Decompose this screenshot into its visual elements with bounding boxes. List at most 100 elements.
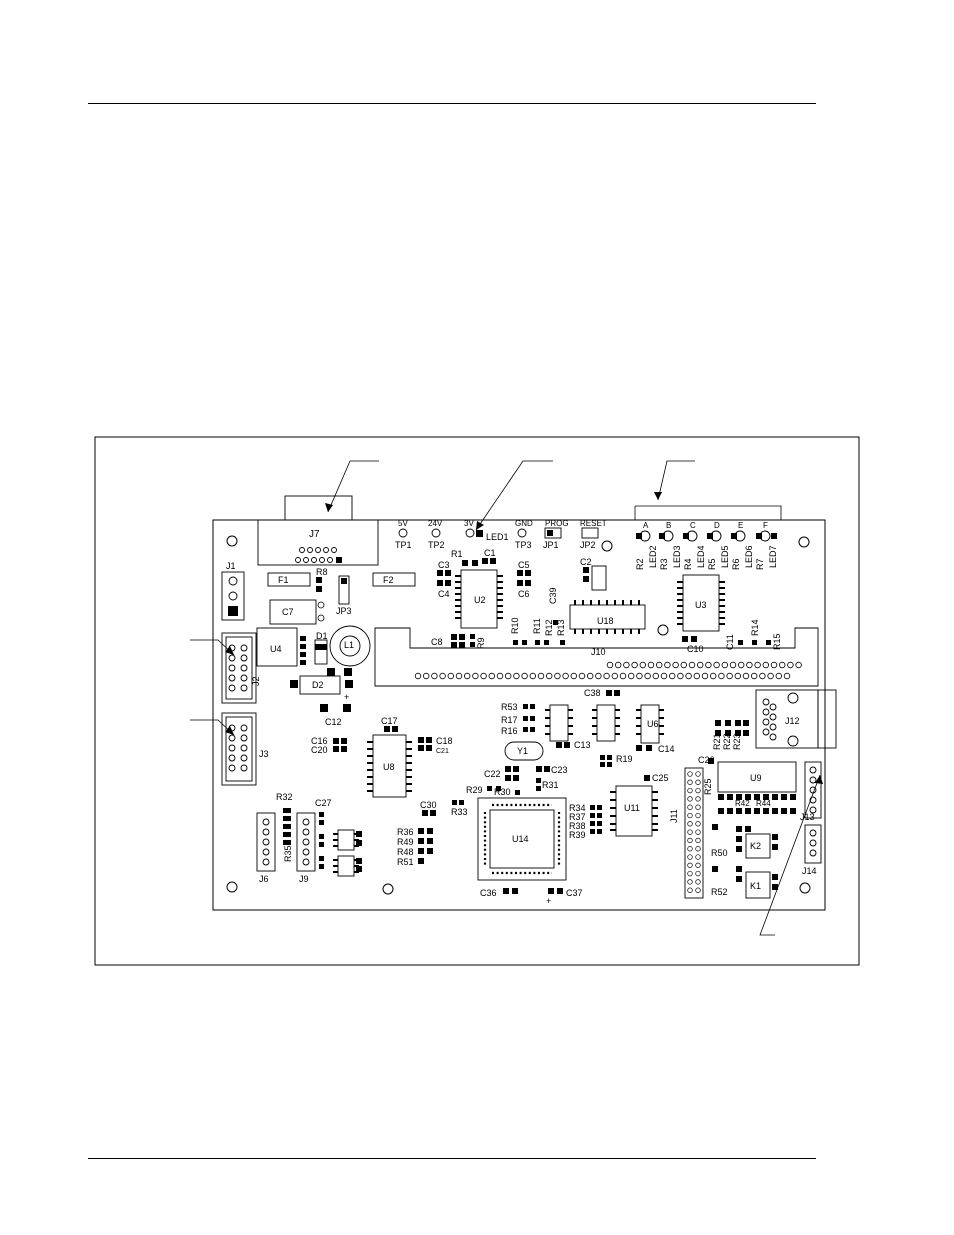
j11-pin (687, 879, 693, 885)
top-testpoints (398, 527, 599, 539)
j11-pin (687, 771, 693, 777)
label-r1: R1 (451, 549, 463, 559)
label-j6: J6 (259, 874, 269, 884)
label-3v: 3V (464, 519, 474, 528)
j11-pin (687, 862, 693, 868)
u3-pins (677, 581, 725, 625)
u9-ic (717, 761, 797, 793)
j11-pin (687, 804, 693, 810)
label-r51: R51 (397, 857, 414, 867)
j10-pin (721, 661, 728, 669)
label-j2: J2 (251, 676, 261, 686)
j10-pin (570, 672, 577, 680)
label-c20: C20 (311, 745, 328, 755)
j10-pin (546, 672, 553, 680)
j10-pin (767, 672, 774, 680)
label-k1: K1 (750, 881, 761, 891)
label-r53: R53 (501, 702, 518, 712)
j10-pin (447, 672, 454, 680)
label-c1: C1 (484, 548, 496, 558)
label-r25: R25 (703, 778, 713, 795)
label-j10: J10 (591, 647, 606, 657)
j9-connector (296, 812, 316, 872)
label-r50: R50 (711, 848, 728, 858)
j10-pin (710, 672, 717, 680)
j10-pin-row (414, 661, 802, 680)
label-r36: R36 (397, 827, 414, 837)
label-c6: C6 (518, 589, 530, 599)
j11-pin (695, 879, 701, 885)
j10-pin (529, 672, 536, 680)
label-f1: F1 (278, 575, 289, 585)
j11-pin (695, 870, 701, 877)
label-r2: R2 (635, 558, 645, 570)
label-r3: R3 (659, 558, 669, 570)
j10-pin (423, 672, 430, 680)
label-r12: R12 (544, 619, 554, 636)
label-r17: R17 (501, 715, 518, 725)
j11-pin (687, 837, 693, 844)
j10-pin (414, 672, 422, 680)
j10-pin (606, 661, 614, 669)
label-r22: R22 (722, 733, 732, 750)
label-d2: D2 (312, 680, 324, 690)
j10-pin (688, 661, 696, 669)
label-c17: C17 (381, 716, 398, 726)
label-r16: R16 (501, 726, 518, 736)
j10-pin (779, 661, 786, 669)
j10-pin (669, 672, 676, 680)
label-prog: PROG (545, 519, 569, 528)
j11-pin (695, 821, 701, 827)
k2-relay (745, 833, 771, 859)
j10-pin (754, 661, 761, 669)
d1-diode (314, 639, 328, 665)
j10-pin (693, 672, 700, 680)
label-r29: R29 (466, 785, 483, 795)
j10-pin (734, 672, 741, 680)
label-r37: R37 (569, 812, 586, 822)
label-r5: R5 (707, 558, 717, 570)
label-r8: R8 (316, 567, 328, 577)
label-r21: R21 (712, 733, 722, 750)
j10-pin (783, 672, 791, 680)
label-u3: U3 (695, 600, 707, 610)
label-c10: C10 (687, 644, 704, 654)
j11-pin (687, 812, 693, 819)
label-c: C (690, 521, 696, 530)
j11-pin (687, 796, 693, 802)
label-c21: C21 (436, 748, 449, 755)
j10-pin (578, 672, 586, 680)
label-u2: U2 (474, 595, 486, 605)
j10-pin (660, 672, 668, 680)
j10-pin (537, 672, 545, 680)
label-d1: D1 (316, 631, 328, 641)
label-r19: R19 (616, 754, 633, 764)
u8-ic (372, 734, 407, 798)
led-row-pads (636, 533, 777, 539)
label-r10: R10 (510, 617, 520, 634)
u2-pins (455, 575, 503, 619)
j10-pin (685, 672, 692, 680)
j12-connector (755, 689, 837, 749)
j14-connector (804, 824, 822, 864)
label-c2: C2 (580, 557, 592, 567)
j11-pin (695, 796, 701, 802)
label-r38: R38 (569, 821, 586, 831)
label-c22: C22 (484, 769, 501, 779)
j3-connector (221, 712, 257, 786)
mounting-holes (226, 535, 811, 895)
j10-pin (738, 661, 745, 669)
label-5v: 5V (398, 519, 408, 528)
label-c38: C38 (584, 688, 601, 698)
label-c12: C12 (325, 717, 342, 727)
label-f2: F2 (383, 575, 394, 585)
u14-plcc (477, 797, 567, 881)
d1-band (315, 644, 327, 650)
j10-pin (615, 661, 622, 669)
j10-pin (795, 661, 802, 669)
label-u18: U18 (597, 616, 614, 626)
j10-pin (762, 661, 769, 669)
j6-connector (256, 812, 276, 872)
j10-pin (701, 672, 709, 680)
j10-pin (472, 672, 479, 680)
